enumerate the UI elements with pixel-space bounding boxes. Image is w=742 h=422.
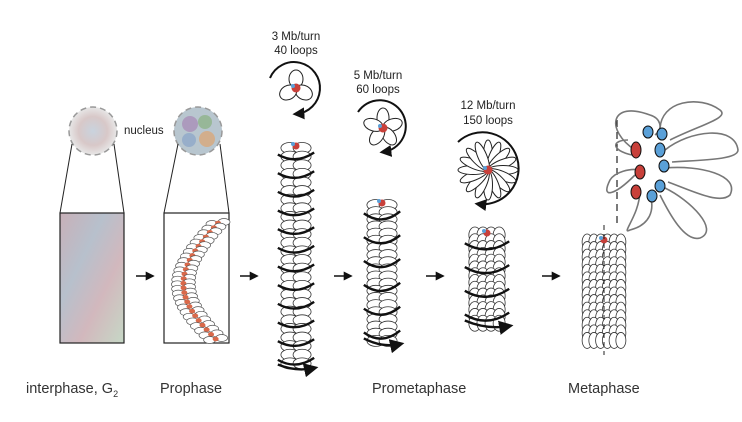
rosette-large [457,131,520,212]
turn-label-1: 3 Mb/turn 40 loops [272,31,321,57]
svg-text:3 Mb/turn: 3 Mb/turn [272,31,321,43]
nucleus-label: nucleus [124,125,164,137]
interphase-nucleus [68,106,118,156]
svg-text:5 Mb/turn: 5 Mb/turn [354,70,403,82]
centromere-red-markers [630,141,646,200]
zoom-line-left [59,143,73,214]
prometaphase-label: Prometaphase [372,381,466,397]
turn-label-3: 12 Mb/turn 150 loops [461,100,516,127]
loop-detail [606,101,739,240]
svg-text:40 loops: 40 loops [274,45,318,57]
prometaphase-column-2 [363,199,405,354]
prophase-label: Prophase [160,381,222,397]
interphase-zoom-box [59,212,125,344]
zoom-line-right [113,143,125,214]
prophase-zoom-line-right [219,143,230,214]
prophase-nucleus [173,106,223,156]
prometaphase-column-3 [464,226,514,335]
svg-text:150 loops: 150 loops [463,115,513,127]
cohesin-blue-markers [642,125,670,203]
prophase-panel [163,106,231,344]
prophase-chromatin-beads [171,218,231,344]
rosette-small [269,61,321,120]
turn-label-2: 5 Mb/turn 60 loops [354,70,403,96]
interphase-label: interphase, G2 [26,381,118,399]
prometaphase-column-1 [277,142,319,378]
metaphase-label: Metaphase [568,381,640,397]
rosette-medium [357,99,407,157]
svg-text:60 loops: 60 loops [356,84,400,96]
interphase-panel [59,106,125,344]
metaphase-column [581,233,627,349]
svg-text:12 Mb/turn: 12 Mb/turn [461,100,516,112]
prophase-zoom-line-left [163,143,179,214]
